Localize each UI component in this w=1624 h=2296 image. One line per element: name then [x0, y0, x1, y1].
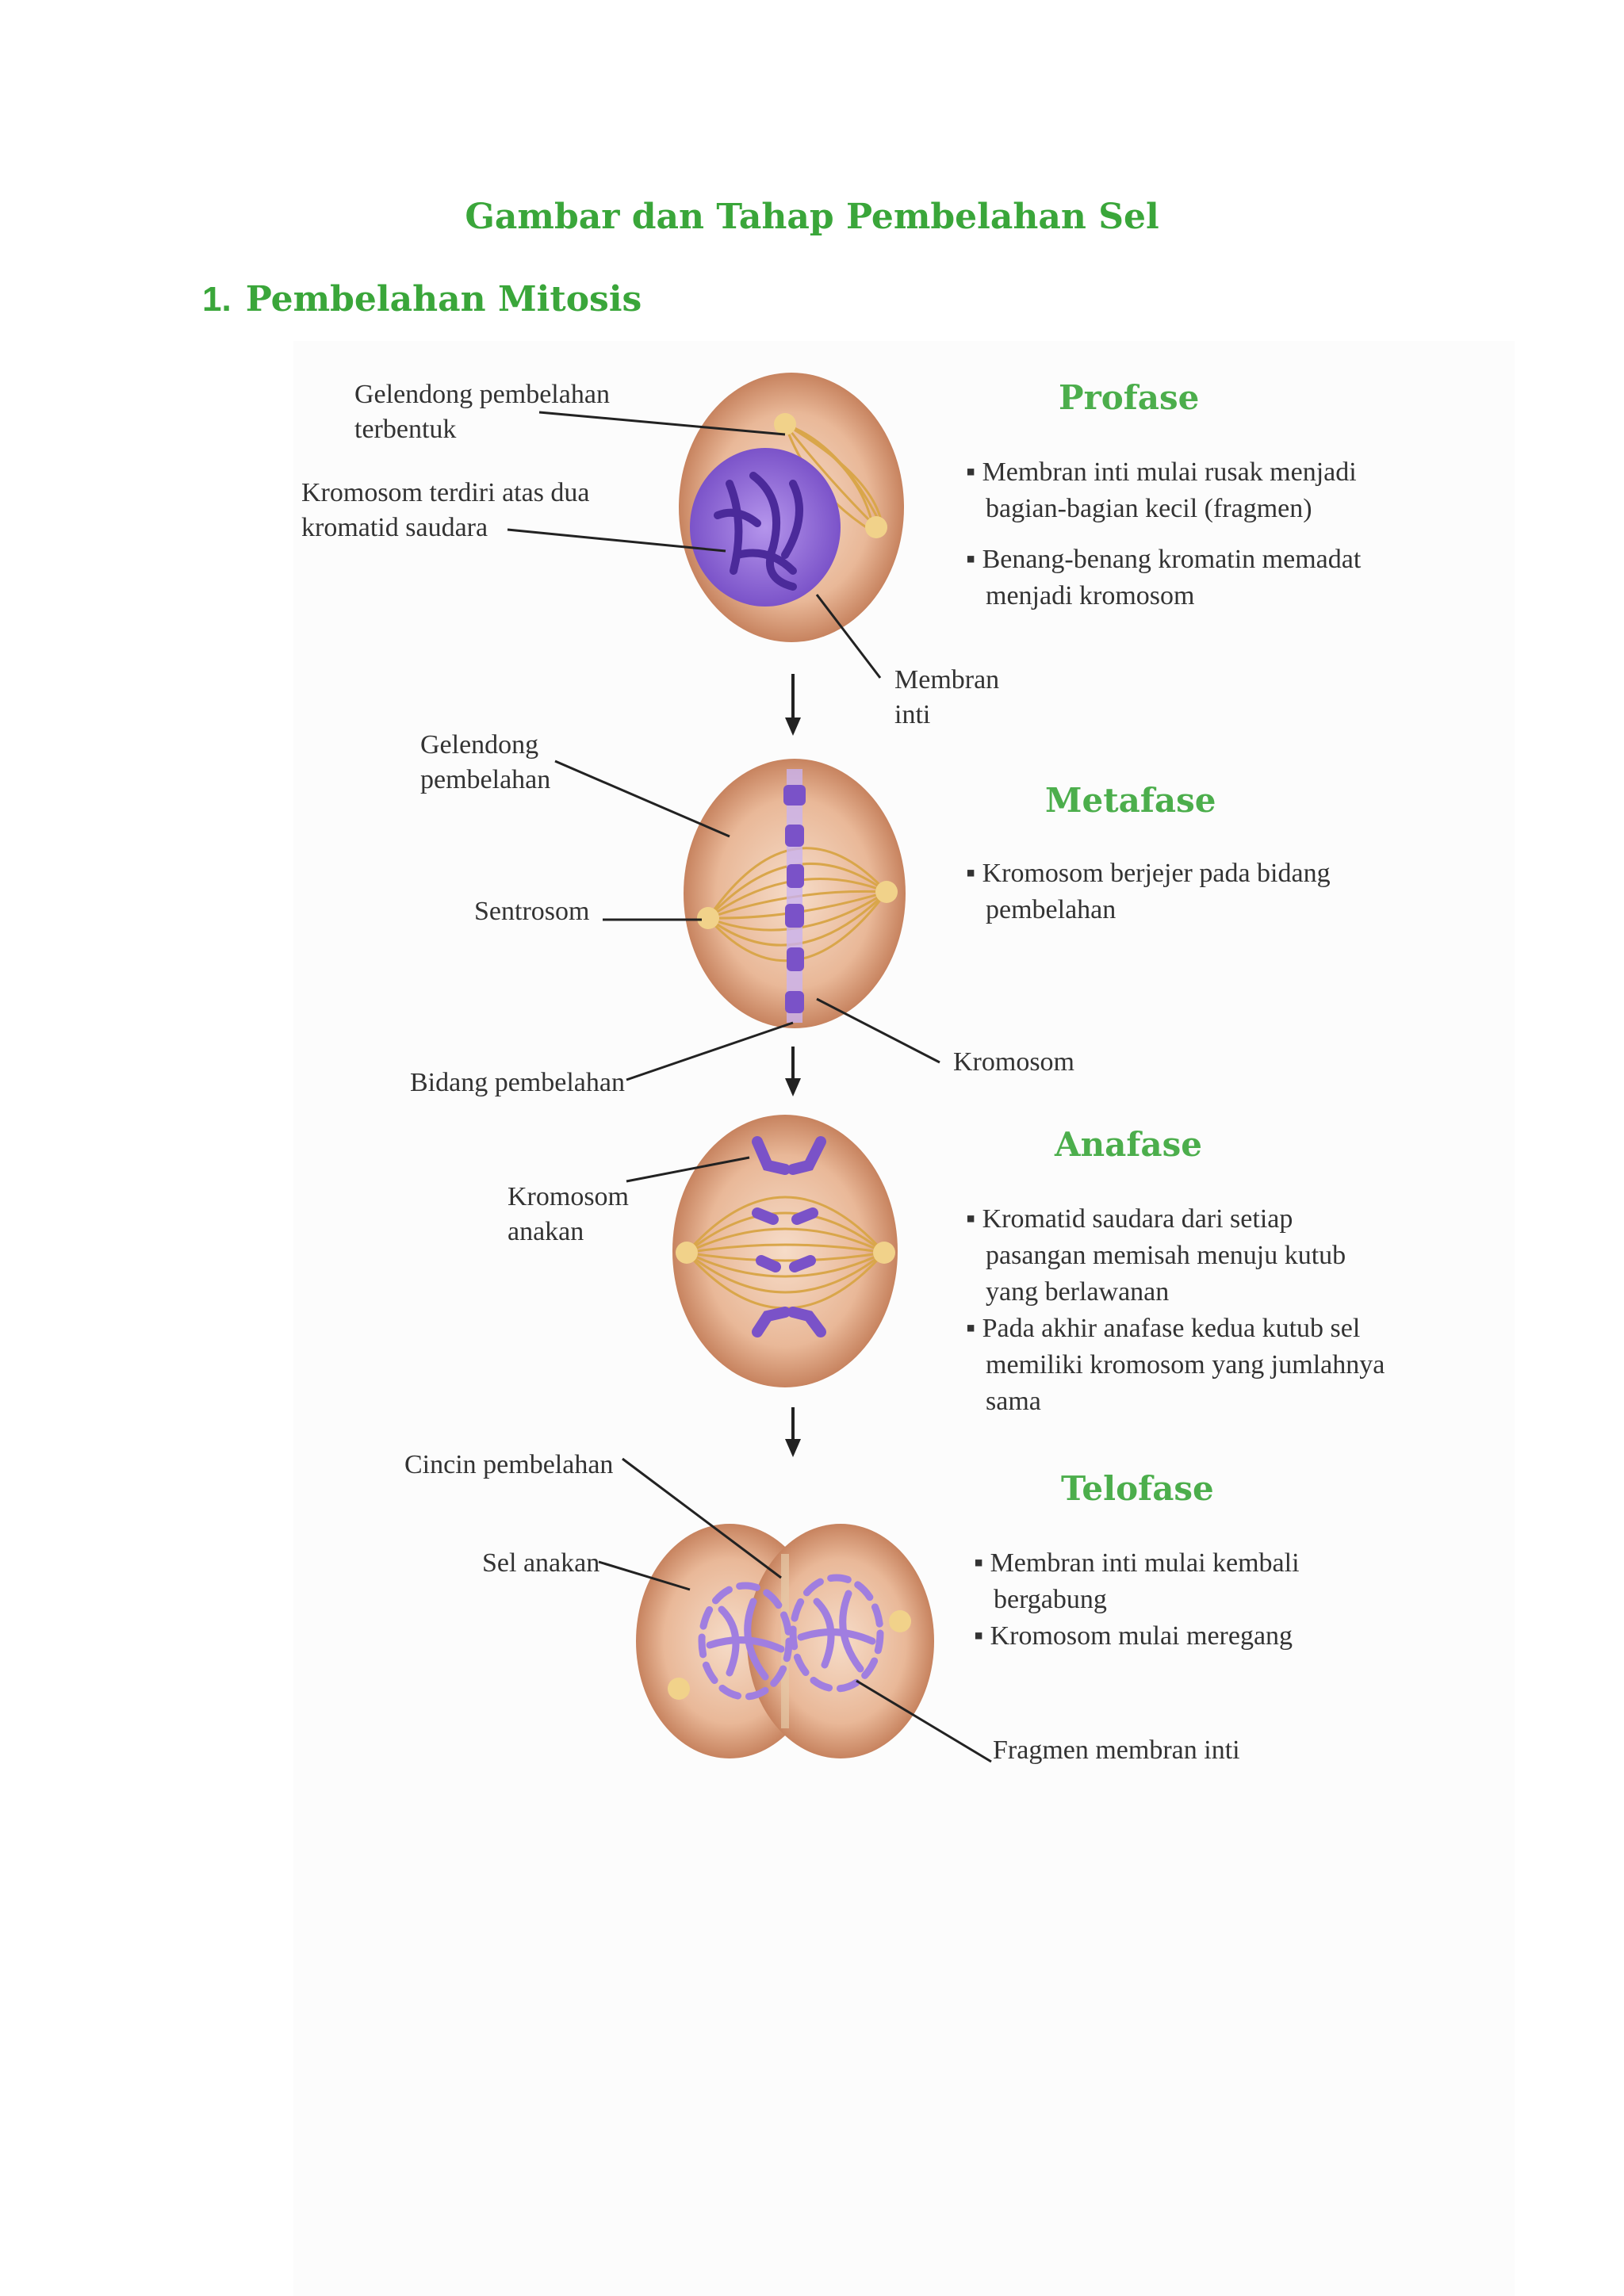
profase-bullet-2-text: Benang-benang kromatin memadat — [982, 545, 1362, 574]
profase-bullet-2-line-2: menjadi kromosom — [986, 581, 1194, 610]
anafase-bullet-1-line-3: yang berlawanan — [986, 1277, 1169, 1307]
metafase-label-spindle-1: Gelendong — [420, 730, 538, 760]
figure-background — [293, 341, 1515, 2296]
anafase-bullet-2-text: Pada akhir anafase kedua kutub sel — [982, 1314, 1361, 1343]
telofase-fragment-pointer — [856, 1679, 992, 1763]
profase-nucleus — [690, 448, 841, 607]
telofase-bullet-1-line-2: bergabung — [994, 1585, 1107, 1614]
telofase-nucleus-right — [789, 1574, 884, 1693]
telofase-label-cell: Sel anakan — [482, 1548, 599, 1578]
telofase-cell-right — [747, 1524, 934, 1758]
profase-label-membrane-2: inti — [894, 700, 930, 729]
anafase-bullet-2-line-1: ▪ Pada akhir anafase kedua kutub sel — [966, 1314, 1360, 1343]
metafase-label-chromosome: Kromosom — [953, 1047, 1074, 1077]
telofase-bullet-2-line-1: ▪ Kromosom mulai meregang — [974, 1621, 1293, 1651]
anafase-chromosome-pointer — [626, 1156, 750, 1183]
telofase-ring-pointer — [622, 1457, 782, 1579]
telofase-bullet-1-text: Membran inti mulai kembali — [990, 1548, 1300, 1578]
anafase-label-chromosome-2: anakan — [508, 1217, 584, 1246]
anafase-label-chromosome-1: Kromosom — [508, 1182, 629, 1211]
profase-bullet-1-line-2: bagian-bagian kecil (fragmen) — [986, 494, 1312, 523]
telofase-centrosome-right — [889, 1610, 911, 1632]
telofase-label-fragment: Fragmen membran inti — [993, 1735, 1240, 1765]
metafase-cell — [684, 759, 906, 1028]
metafase-bullet-1-line-1: ▪ Kromosom berjejer pada bidang — [966, 859, 1331, 888]
metafase-plane-pointer — [626, 1021, 794, 1081]
profase-chromosomes — [714, 472, 803, 591]
metafase-label-centrosome: Sentrosom — [474, 897, 589, 926]
anafase-bullet-1-line-2: pasangan memisah menuju kutub — [986, 1241, 1346, 1270]
metafase-centrosome-left — [697, 907, 719, 929]
profase-bullet-1-text: Membran inti mulai rusak menjadi — [982, 457, 1357, 487]
section-number: 1. — [202, 280, 232, 319]
profase-cell — [679, 373, 904, 642]
profase-membrane-pointer — [815, 594, 882, 679]
telofase-cleavage-line — [781, 1554, 789, 1728]
metafase-label-spindle-2: pembelahan — [420, 765, 550, 794]
anafase-title: Anafase — [1054, 1125, 1202, 1164]
anafase-centrosome-left — [676, 1242, 698, 1264]
metafase-title: Metafase — [1045, 781, 1216, 820]
section-label: Pembelahan Mitosis — [245, 279, 642, 320]
metafase-chromosomes — [783, 785, 806, 1013]
telofase-cell-pointer — [598, 1560, 691, 1591]
profase-label-membrane-1: Membran — [894, 665, 999, 695]
anafase-bullet-1-line-1: ▪ Kromatid saudara dari setiap — [966, 1204, 1293, 1234]
telofase-label-ring: Cincin pembelahan — [404, 1450, 613, 1479]
arrow-metafase-to-anafase — [785, 1047, 801, 1096]
telofase-cells — [636, 1524, 934, 1758]
profase-label-spindle-1: Gelendong pembelahan — [354, 380, 610, 409]
profase-centrosome-right — [865, 516, 887, 538]
section-heading: 1. Pembelahan Mitosis — [202, 279, 642, 320]
telofase-nucleus-left — [698, 1582, 793, 1701]
telofase-bullet-1-line-1: ▪ Membran inti mulai kembali — [974, 1548, 1300, 1578]
anafase-cell — [672, 1115, 898, 1387]
anafase-bullet-2-line-2: memiliki kromosom yang jumlahnya — [986, 1350, 1385, 1380]
profase-label-chromosome-2: kromatid saudara — [301, 513, 488, 542]
telofase-bullet-2-text: Kromosom mulai meregang — [990, 1621, 1293, 1651]
telofase-centrosome-left — [668, 1678, 690, 1700]
metafase-label-plane: Bidang pembelahan — [410, 1068, 625, 1097]
profase-title: Profase — [1059, 378, 1199, 417]
metafase-bullet-1-line-2: pembelahan — [986, 895, 1116, 924]
profase-chromosome-pointer — [507, 528, 726, 553]
profase-bullet-1-line-1: ▪ Membran inti mulai rusak menjadi — [966, 457, 1357, 487]
metafase-bullet-1-text: Kromosom berjejer pada bidang — [982, 859, 1331, 888]
profase-label-chromosome-1: Kromosom terdiri atas dua — [301, 478, 590, 507]
metafase-plane — [787, 769, 802, 1023]
telofase-title: Telofase — [1061, 1469, 1214, 1508]
metafase-chromosome-pointer — [816, 997, 940, 1064]
anafase-bullet-2-line-3: sama — [986, 1387, 1041, 1416]
arrow-anafase-to-telofase — [785, 1407, 801, 1457]
profase-centrosome-top — [774, 413, 796, 435]
arrow-profase-to-metafase — [785, 674, 801, 736]
page-title: Gambar dan Tahap Pembelahan Sel — [465, 197, 1159, 237]
profase-bullet-2-line-1: ▪ Benang-benang kromatin memadat — [966, 545, 1362, 574]
metafase-centrosome-right — [875, 881, 898, 903]
anafase-bullet-1-text: Kromatid saudara dari setiap — [982, 1204, 1293, 1234]
profase-spindle-pointer — [538, 411, 786, 436]
metafase-spindle-pointer — [554, 760, 730, 838]
profase-label-spindle-2: terbentuk — [354, 415, 456, 444]
anafase-centrosome-right — [873, 1242, 895, 1264]
anafase-chromosomes — [752, 1136, 826, 1337]
